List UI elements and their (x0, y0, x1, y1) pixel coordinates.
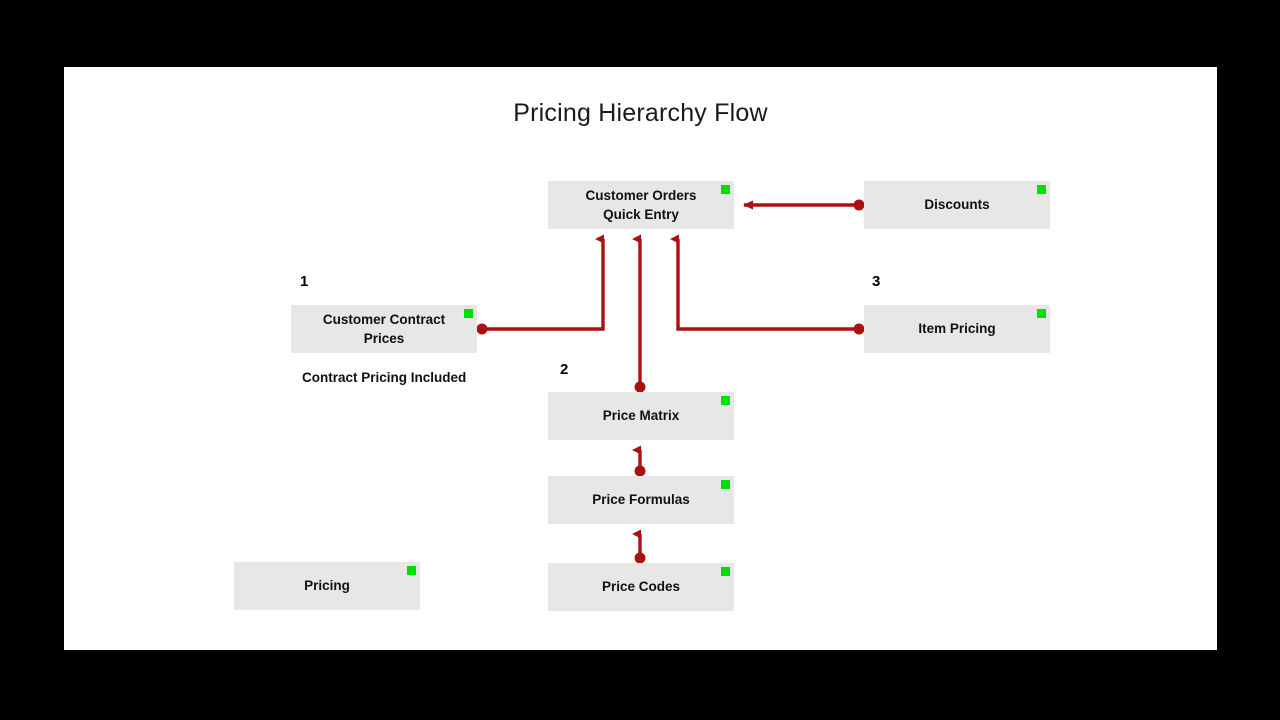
resize-handle-icon[interactable] (721, 480, 730, 489)
resize-handle-icon[interactable] (721, 396, 730, 405)
edge-discounts-to-customer-orders (743, 199, 865, 211)
edge-contract-prices-to-customer-orders (476, 234, 605, 335)
node-label: Price Matrix (602, 408, 680, 424)
edge-price-matrix-to-customer-orders (632, 234, 646, 393)
edge-price-formulas-to-price-matrix (632, 445, 646, 477)
node-label: Discounts (924, 197, 990, 213)
node-pricing[interactable]: Pricing (234, 562, 420, 610)
edge-price-codes-to-price-formulas (632, 529, 646, 564)
resize-handle-icon[interactable] (721, 567, 730, 576)
node-customer-contract-prices[interactable]: Customer Contract Prices (291, 305, 477, 353)
node-label: Item Pricing (918, 321, 996, 337)
resize-handle-icon[interactable] (721, 185, 730, 194)
node-label: Pricing (304, 578, 350, 594)
node-label: Price Codes (601, 579, 681, 595)
node-discounts[interactable]: Discounts (864, 181, 1050, 229)
step-number-2: 2 (560, 361, 569, 378)
node-price-codes[interactable]: Price Codes (548, 563, 734, 611)
diagram-canvas: Pricing Hierarchy Flow (64, 67, 1217, 650)
node-price-formulas[interactable]: Price Formulas (548, 476, 734, 524)
node-price-matrix[interactable]: Price Matrix (548, 392, 734, 440)
step-number-3: 3 (872, 273, 881, 290)
node-label: Customer Orders Quick Entry (585, 187, 697, 222)
contract-pricing-note: Contract Pricing Included (302, 370, 467, 385)
node-item-pricing[interactable]: Item Pricing (864, 305, 1050, 353)
resize-handle-icon[interactable] (407, 566, 416, 575)
resize-handle-icon[interactable] (464, 309, 473, 318)
edge-item-pricing-to-customer-orders (670, 234, 865, 335)
page-title: Pricing Hierarchy Flow (513, 99, 768, 127)
node-label: Price Formulas (592, 492, 690, 508)
node-label: Customer Contract Prices (322, 311, 446, 346)
node-customer-orders[interactable]: Customer Orders Quick Entry (548, 181, 734, 229)
step-number-1: 1 (300, 273, 309, 290)
resize-handle-icon[interactable] (1037, 185, 1046, 194)
resize-handle-icon[interactable] (1037, 309, 1046, 318)
